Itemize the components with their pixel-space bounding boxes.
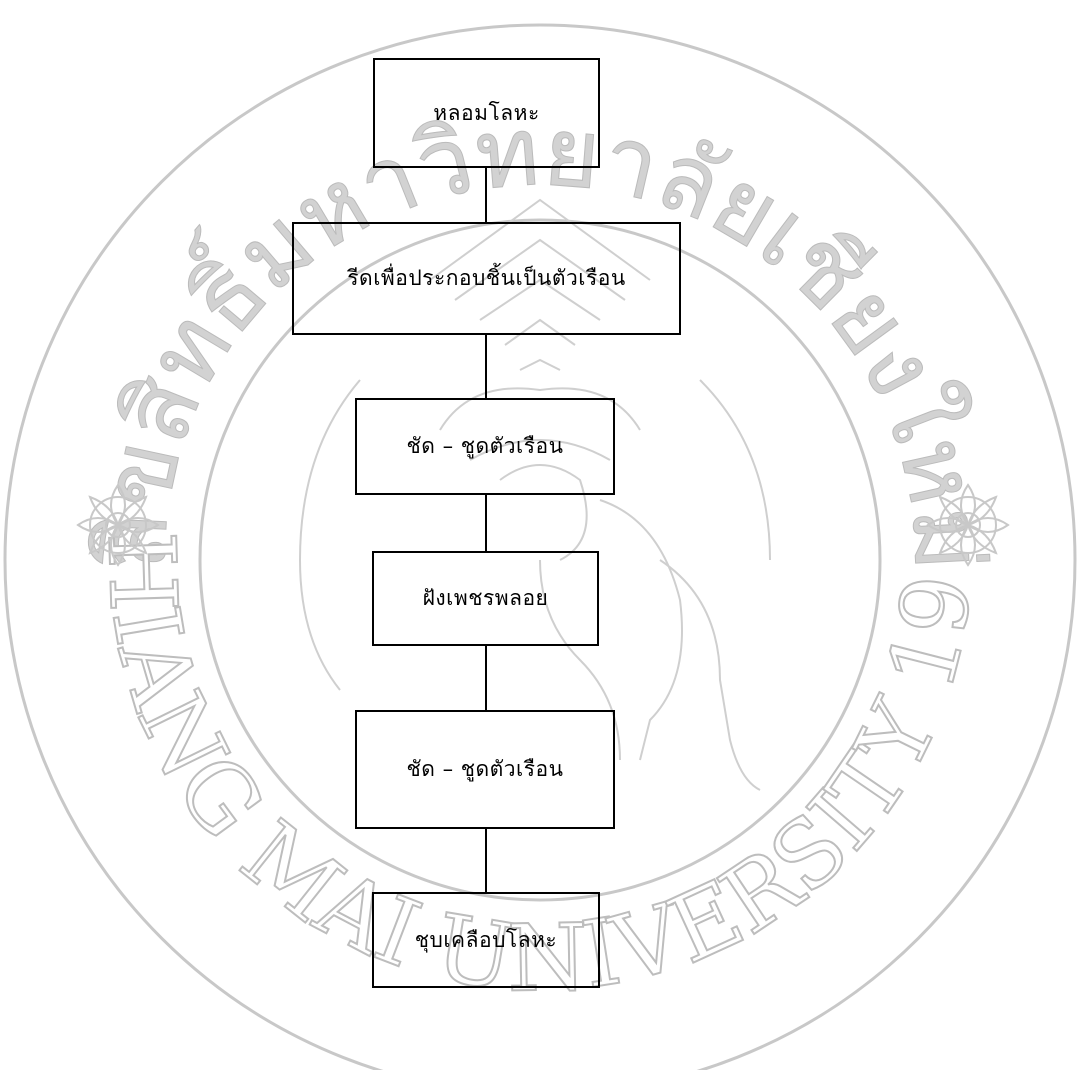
step-6-box: ชุบเคลือบโลหะ: [372, 892, 600, 988]
connector-4-5: [485, 646, 487, 710]
step-5-box: ชัด – ชูดตัวเรือน: [355, 710, 615, 829]
elephant-emblem-icon: [298, 198, 771, 791]
connector-2-3: [485, 335, 487, 398]
connector-3-4: [485, 495, 487, 551]
step-1-label: หลอมโลหะ: [433, 100, 540, 125]
step-1-box: หลอมโลหะ: [373, 58, 600, 168]
flower-ornament-left-icon: [76, 483, 160, 567]
connector-1-2: [485, 168, 487, 222]
step-4-label: ฝังเพชรพลอย: [422, 586, 549, 610]
seal-outer-ring: [3, 23, 1077, 1070]
flower-ornament-right-icon: [926, 483, 1010, 567]
step-4-box: ฝังเพชรพลอย: [372, 551, 599, 646]
step-2-label: รีดเพื่อประกอบชิ้นเป็นตัวเรือน: [347, 266, 626, 290]
step-3-label: ชัด – ชูดตัวเรือน: [406, 434, 564, 458]
step-6-label: ชุบเคลือบโลหะ: [414, 927, 558, 952]
connector-5-6: [485, 829, 487, 892]
seal-inner-ring: [198, 218, 882, 902]
step-5-label: ชัด – ชูดตัวเรือน: [406, 757, 564, 781]
step-3-box: ชัด – ชูดตัวเรือน: [355, 398, 615, 495]
step-2-box: รีดเพื่อประกอบชิ้นเป็นตัวเรือน: [292, 222, 681, 335]
